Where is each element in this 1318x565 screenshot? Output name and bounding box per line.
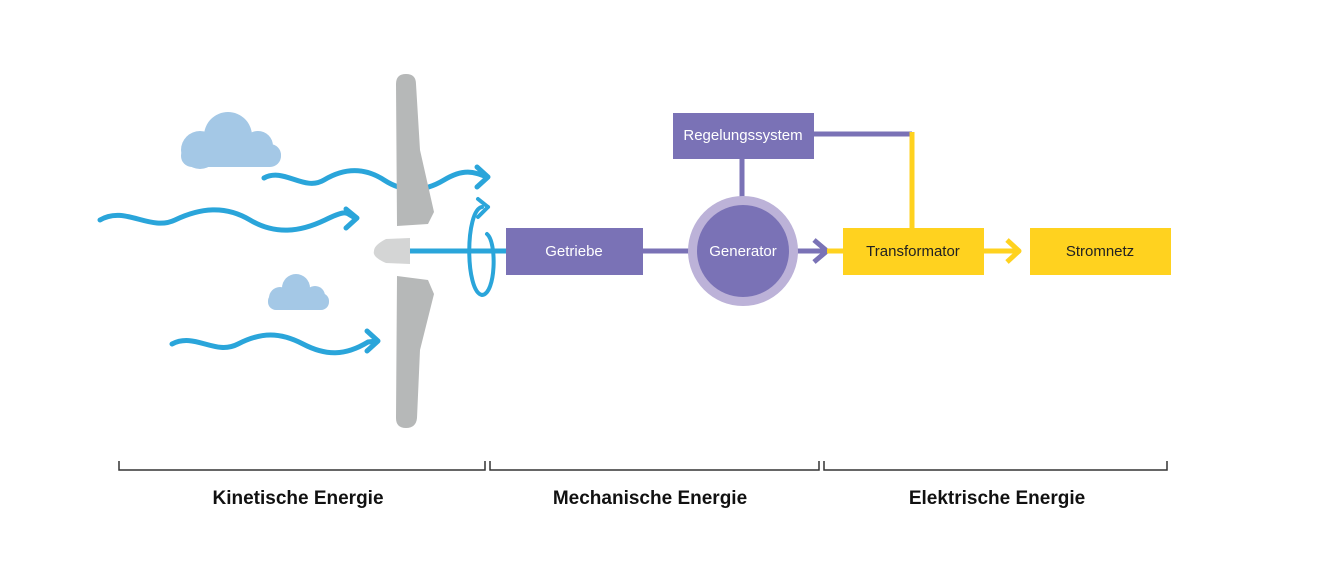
bracket-kinetic (118, 461, 486, 471)
transformator-label: Transformator (866, 243, 960, 260)
rotor-blade-icon (396, 74, 434, 428)
cloud-icon (268, 274, 329, 310)
section-label-kinetic: Kinetische Energie (212, 488, 383, 509)
stromnetz-box: Stromnetz (1030, 228, 1171, 275)
arrow-transformator-stromnetz (984, 238, 1022, 264)
transformator-box: Transformator (843, 228, 984, 275)
section-label-electrical: Elektrische Energie (909, 488, 1085, 509)
bracket-electrical (823, 461, 1168, 471)
regelungssystem-label: Regelungssystem (683, 127, 802, 144)
stromnetz-label: Stromnetz (1066, 243, 1134, 260)
cloud-icon (181, 112, 281, 169)
wind-arrow-icon (169, 328, 381, 356)
hub-icon (373, 238, 410, 264)
wind-arrow-icon (97, 206, 360, 233)
bracket-mechanical (489, 461, 820, 471)
section-label-mechanical: Mechanische Energie (553, 488, 747, 509)
wind-arrow-icon (261, 164, 491, 192)
arrow-generator-transformator (794, 238, 843, 264)
regelungssystem-box: Regelungssystem (673, 113, 814, 159)
rotation-arrow-icon (467, 197, 496, 297)
generator-node: Generator (688, 196, 798, 306)
getriebe-label: Getriebe (545, 243, 603, 260)
getriebe-box: Getriebe (506, 228, 643, 275)
generator-label: Generator (709, 243, 777, 260)
